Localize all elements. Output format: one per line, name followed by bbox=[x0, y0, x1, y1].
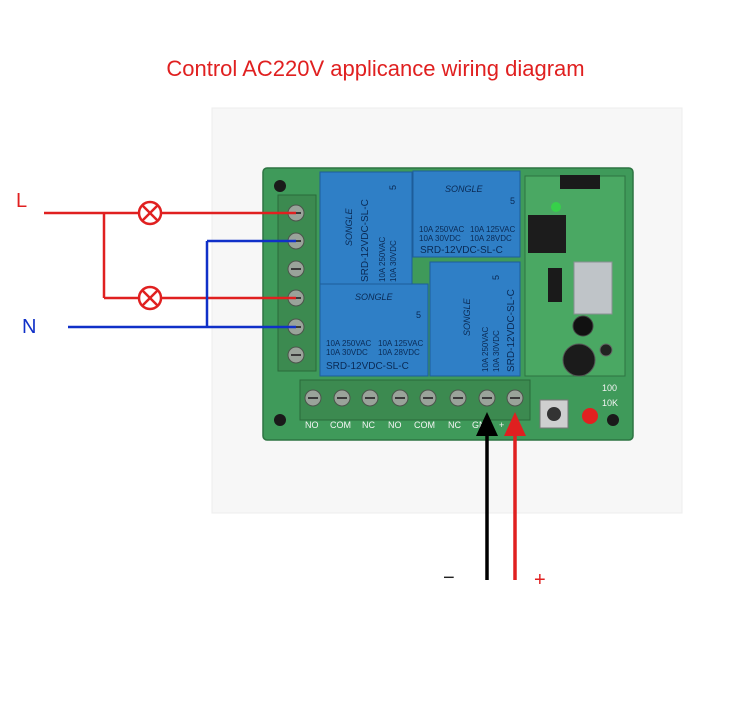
relay-top-left: SRD-12VDC-SL-C SONGLE 10A 250VAC 10A 30V… bbox=[319, 171, 413, 286]
svg-text:5: 5 bbox=[491, 275, 501, 280]
plus-wire bbox=[504, 412, 526, 580]
mount-hole-icon bbox=[274, 414, 286, 426]
svg-text:10A 30VDC: 10A 30VDC bbox=[326, 348, 368, 357]
svg-text:10A 250VAC: 10A 250VAC bbox=[326, 339, 371, 348]
svg-text:10A 250VAC: 10A 250VAC bbox=[419, 225, 464, 234]
svg-text:SONGLE: SONGLE bbox=[462, 297, 472, 336]
relay-bottom-right: SRD-12VDC-SL-C SONGLE 10A 250VAC 10A 30V… bbox=[429, 261, 521, 377]
minus-label: − bbox=[443, 567, 455, 589]
minus-wire bbox=[476, 412, 498, 580]
terminal-label: NO bbox=[388, 420, 402, 430]
mount-hole-icon bbox=[607, 414, 619, 426]
red-led-icon bbox=[582, 408, 598, 424]
lamp-2-icon bbox=[137, 285, 163, 311]
live-wire bbox=[44, 211, 296, 300]
svg-text:10A 30VDC: 10A 30VDC bbox=[492, 330, 501, 372]
terminal-label: COM bbox=[414, 420, 435, 430]
svg-text:10A 28VDC: 10A 28VDC bbox=[470, 234, 512, 243]
jumper-header bbox=[560, 175, 600, 189]
terminal-label: COM bbox=[330, 420, 351, 430]
svg-text:100: 100 bbox=[602, 383, 617, 393]
neutral-wire bbox=[68, 239, 296, 329]
diagram-title: Control AC220V applicance wiring diagram bbox=[166, 56, 585, 81]
svg-text:5: 5 bbox=[416, 310, 421, 320]
svg-text:10A 28VDC: 10A 28VDC bbox=[378, 348, 420, 357]
live-label: L bbox=[16, 190, 28, 212]
svg-text:SRD-12VDC-SL-C: SRD-12VDC-SL-C bbox=[326, 361, 409, 372]
svg-text:10A 125VAC: 10A 125VAC bbox=[378, 339, 423, 348]
terminal-label: NO bbox=[305, 420, 319, 430]
relay-top-right: SONGLE 10A 250VAC 10A 30VDC 10A 125VAC 1… bbox=[412, 170, 521, 258]
crystal-icon bbox=[573, 261, 613, 315]
plus-label: + bbox=[534, 569, 546, 591]
svg-text:SRD-12VDC-SL-C: SRD-12VDC-SL-C bbox=[360, 199, 371, 282]
receiver-module: 100 10K bbox=[524, 175, 626, 408]
svg-text:10A 250VAC: 10A 250VAC bbox=[378, 237, 387, 282]
relay-bottom-left: SONGLE 10A 250VAC 10A 30VDC 10A 125VAC 1… bbox=[319, 283, 429, 377]
terminal-label: + bbox=[499, 420, 504, 430]
capacitor-large-icon bbox=[562, 343, 596, 377]
svg-text:SRD-12VDC-SL-C: SRD-12VDC-SL-C bbox=[506, 289, 517, 372]
chip-icon bbox=[528, 215, 566, 253]
button-cap-icon bbox=[547, 407, 561, 421]
terminal-label: NC bbox=[448, 420, 461, 430]
left-terminal-block bbox=[277, 194, 317, 372]
mount-hole-icon bbox=[274, 180, 286, 192]
svg-text:5: 5 bbox=[388, 185, 398, 190]
svg-text:10K: 10K bbox=[602, 398, 618, 408]
neutral-label: N bbox=[22, 316, 37, 338]
capacitor-icon bbox=[572, 315, 594, 337]
terminal-label: NC bbox=[362, 420, 375, 430]
svg-text:10A 250VAC: 10A 250VAC bbox=[481, 327, 490, 372]
svg-text:10A 125VAC: 10A 125VAC bbox=[470, 225, 515, 234]
svg-text:5: 5 bbox=[510, 196, 515, 206]
svg-text:SRD-12VDC-SL-C: SRD-12VDC-SL-C bbox=[420, 245, 503, 256]
svg-text:SONGLE: SONGLE bbox=[355, 292, 394, 302]
svg-text:SONGLE: SONGLE bbox=[344, 207, 354, 246]
svg-text:SONGLE: SONGLE bbox=[445, 184, 484, 194]
svg-text:10A 30VDC: 10A 30VDC bbox=[389, 240, 398, 282]
lamp-1-icon bbox=[137, 200, 163, 226]
led-icon bbox=[551, 202, 561, 212]
svg-text:10A 30VDC: 10A 30VDC bbox=[419, 234, 461, 243]
